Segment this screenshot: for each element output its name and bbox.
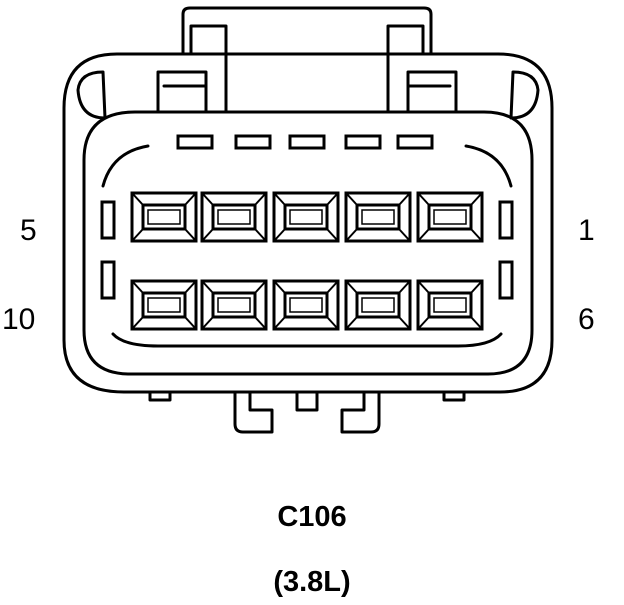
side-slot xyxy=(498,200,514,240)
bottom-tab-left xyxy=(148,390,172,402)
mounting-hole-left xyxy=(76,70,107,120)
latch-keys xyxy=(156,70,458,114)
terminal-cavity xyxy=(416,279,484,331)
terminal-cavities xyxy=(130,191,484,331)
connector-name: C106 xyxy=(277,501,347,533)
terminal-cavity xyxy=(272,191,340,243)
side-slot xyxy=(498,260,514,300)
pin-label-bottom-left: 10 xyxy=(2,303,36,336)
vent-slot xyxy=(396,134,434,150)
housing-inner-wall xyxy=(82,110,534,376)
latch-tab xyxy=(181,6,433,56)
pin-label-top-right: 1 xyxy=(578,214,595,247)
top-vent-slots xyxy=(176,134,434,150)
terminal-cavity xyxy=(200,279,268,331)
side-slots xyxy=(100,200,514,300)
terminal-cavity xyxy=(344,279,412,331)
terminal-cavity xyxy=(272,279,340,331)
terminal-cavity xyxy=(344,191,412,243)
guide-arc-bottom xyxy=(111,332,503,348)
pin-label-top-left: 5 xyxy=(20,214,37,247)
terminal-cavity xyxy=(130,191,198,243)
terminal-cavity xyxy=(200,191,268,243)
vent-slot xyxy=(344,134,382,150)
bottom-key-right xyxy=(340,390,381,434)
pin-label-bottom-right: 6 xyxy=(578,303,595,336)
guide-arc-top xyxy=(101,144,513,188)
latch-inner-frame xyxy=(189,24,425,114)
side-slot xyxy=(100,200,116,240)
terminal-cavity xyxy=(416,191,484,243)
terminal-cavity xyxy=(130,279,198,331)
vent-slot xyxy=(288,134,326,150)
bottom-key-center xyxy=(295,390,319,412)
connector-variant: (3.8L) xyxy=(273,566,351,598)
bottom-tab-right xyxy=(442,390,466,402)
mounting-hole-right xyxy=(509,70,540,120)
housing-outer xyxy=(62,52,554,394)
vent-slot xyxy=(176,134,214,150)
side-slot xyxy=(100,260,116,300)
vent-slot xyxy=(234,134,272,150)
bottom-key-left xyxy=(233,390,274,434)
